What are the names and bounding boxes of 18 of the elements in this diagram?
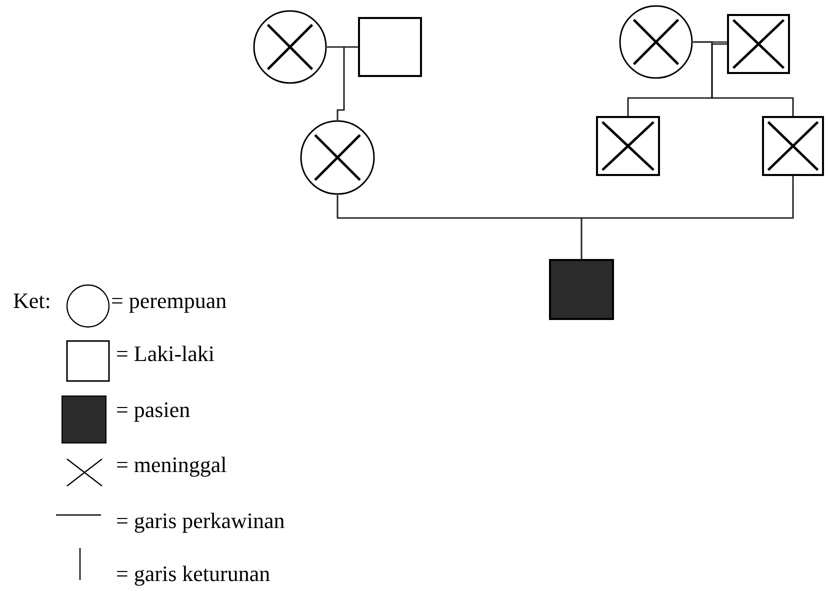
legend-text: = meninggal xyxy=(116,454,227,476)
deceased-male-square xyxy=(762,116,824,176)
legend-text: = Laki-laki xyxy=(116,343,215,365)
legend-heading: Ket: xyxy=(13,290,51,312)
deceased-female-circle xyxy=(619,5,693,79)
deceased-male-square xyxy=(596,116,660,176)
legend-text: = perempuan xyxy=(111,290,227,312)
legend-text: = garis perkawinan xyxy=(116,510,285,532)
descent-line xyxy=(336,46,358,120)
legend-text: = pasien xyxy=(116,399,190,421)
deceased-female-circle xyxy=(253,10,327,84)
deceased-female-circle xyxy=(300,120,375,195)
deceased-male-square xyxy=(727,14,790,74)
patient-square xyxy=(549,259,614,320)
descent-line xyxy=(711,43,794,116)
descent-line xyxy=(580,176,794,259)
legend-text: = garis keturunan xyxy=(116,563,270,585)
male-square xyxy=(358,17,422,77)
